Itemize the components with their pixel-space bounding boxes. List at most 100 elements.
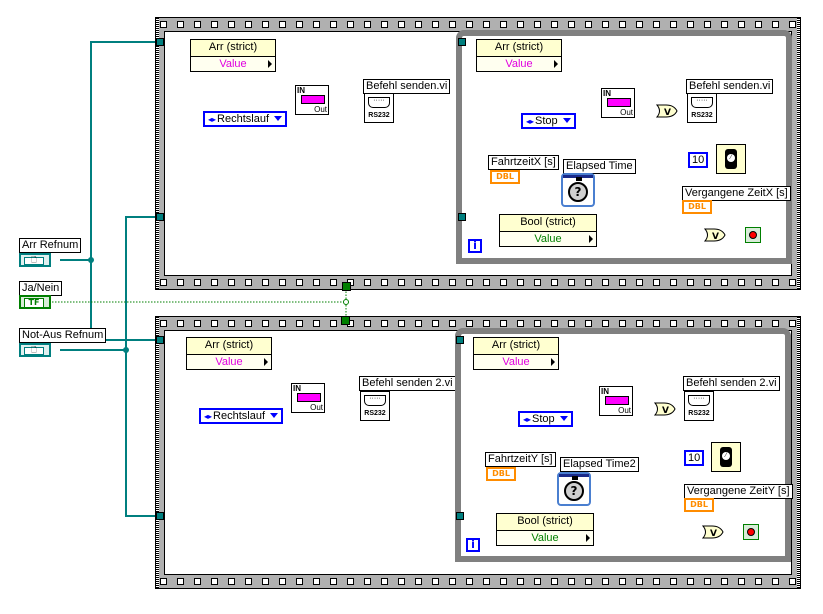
subvi-label: Befehl senden.vi [686, 79, 774, 94]
enum-constant-rechtslauf[interactable]: ◂▸Rechtslauf [199, 408, 284, 424]
arr-refnum-label: Arr Refnum [19, 238, 82, 253]
befehl-senden-subvi[interactable]: ····· RS232 [687, 93, 717, 123]
film-hole [534, 279, 541, 286]
or-gate-icon[interactable]: V [656, 104, 678, 118]
film-hole [347, 21, 354, 28]
enum-constant-rechtslauf[interactable]: ◂▸Rechtslauf [203, 111, 288, 127]
refnum-tunnel[interactable] [156, 512, 164, 520]
film-hole [602, 21, 609, 28]
property-node-header: Bool (strict) [497, 514, 593, 531]
refnum-tunnel[interactable] [156, 38, 164, 46]
enum-constant-stop[interactable]: ◂▸Stop [521, 113, 576, 129]
index-array-node[interactable]: IN Out [295, 85, 329, 115]
fahrtzeitx-terminal[interactable]: DBL [490, 170, 520, 184]
film-hole [534, 21, 541, 28]
wait-ms-function[interactable]: ⁄ [711, 442, 741, 472]
index-array-node[interactable]: IN Out [601, 88, 635, 118]
film-hole [279, 320, 286, 327]
film-hole [585, 279, 592, 286]
film-hole [687, 320, 694, 327]
wristwatch-icon: ⁄ [720, 447, 732, 467]
film-strip-bottom [160, 575, 796, 588]
property-node-value: Value [534, 233, 562, 245]
refnum-tunnel[interactable] [458, 213, 466, 221]
index-array-node[interactable]: IN Out [599, 386, 633, 416]
refnum-tunnel[interactable] [456, 512, 464, 520]
film-hole [194, 578, 201, 585]
film-hole [279, 578, 286, 585]
befehl-senden-subvi[interactable]: ····· RS232 [364, 93, 394, 123]
film-hole [466, 279, 473, 286]
loop-stop-terminal[interactable] [745, 227, 761, 243]
property-node-bool[interactable]: Bool (strict) Value [499, 214, 597, 247]
or-gate-icon[interactable]: V [704, 228, 726, 242]
serial-connector-icon: ····· [368, 97, 390, 108]
film-hole [364, 21, 371, 28]
film-hole [653, 279, 660, 286]
arr-refnum-terminal[interactable]: 🗋 [19, 253, 51, 267]
vergangene-zeity-indicator[interactable]: DBL [684, 498, 714, 512]
refnum-tunnel[interactable] [456, 336, 464, 344]
film-hole [721, 279, 728, 286]
or-gate-icon[interactable]: V [702, 525, 724, 539]
film-hole [194, 21, 201, 28]
output-arrow-icon [554, 60, 558, 68]
or-gate-glyph: V [712, 232, 719, 242]
film-hole [466, 578, 473, 585]
film-hole [738, 21, 745, 28]
enum-value: Stop [532, 413, 555, 425]
refnum-tunnel[interactable] [458, 38, 466, 46]
serial-connector-icon: ····· [688, 395, 710, 406]
film-hole [245, 320, 252, 327]
index-array-node[interactable]: IN Out [291, 383, 325, 413]
not-aus-refnum-terminal[interactable]: 🗋 [19, 343, 51, 357]
refnum-tunnel[interactable] [156, 336, 164, 344]
fahrtzeity-terminal[interactable]: DBL [486, 467, 516, 481]
or-gate-icon[interactable]: V [654, 402, 676, 416]
film-hole [313, 320, 320, 327]
property-node-arr[interactable]: Arr (strict) Value [473, 337, 559, 370]
film-hole [432, 578, 439, 585]
index-in-label: IN [601, 387, 609, 396]
film-hole [432, 21, 439, 28]
film-hole [500, 578, 507, 585]
property-node-arr[interactable]: Arr (strict) Value [476, 39, 562, 72]
wait-ms-constant[interactable]: 10 [688, 152, 709, 168]
film-hole [279, 21, 286, 28]
film-hole [568, 279, 575, 286]
boolean-tunnel[interactable] [342, 282, 351, 291]
subvi-label: Befehl senden 2.vi [359, 376, 456, 391]
property-node-header: Arr (strict) [474, 338, 558, 355]
wait-ms-constant[interactable]: 10 [684, 450, 705, 466]
befehl-senden-2-subvi[interactable]: ····· RS232 [360, 391, 390, 421]
property-node-bool[interactable]: Bool (strict) Value [496, 513, 594, 546]
ja-nein-label: Ja/Nein [19, 281, 63, 296]
film-hole [568, 21, 575, 28]
befehl-senden-2-subvi[interactable]: ····· RS232 [684, 391, 714, 421]
film-hole [772, 578, 779, 585]
elapsed-time2-express-vi[interactable]: ? [557, 472, 591, 506]
wait-ms-function[interactable]: ⁄ [716, 144, 746, 174]
property-node-arr[interactable]: Arr (strict) Value [190, 39, 276, 72]
film-hole [296, 320, 303, 327]
property-node-arr[interactable]: Arr (strict) Value [186, 337, 272, 370]
film-hole [551, 578, 558, 585]
elapsed-time-express-vi[interactable]: ? [561, 173, 595, 207]
refnum-tunnel[interactable] [156, 213, 164, 221]
boolean-tunnel[interactable] [341, 316, 350, 325]
dropdown-arrow-icon [270, 413, 279, 418]
ja-nein-terminal[interactable]: TF [19, 295, 51, 309]
vergangene-zeitx-indicator[interactable]: DBL [682, 200, 712, 214]
film-hole [466, 21, 473, 28]
express-vi-banner [563, 175, 593, 178]
film-hole [398, 320, 405, 327]
film-hole [177, 21, 184, 28]
enum-constant-stop[interactable]: ◂▸Stop [518, 411, 573, 427]
property-node-value: Value [502, 356, 530, 368]
film-hole [211, 279, 218, 286]
film-hole [483, 21, 490, 28]
film-hole [466, 320, 473, 327]
property-node-value: Value [505, 58, 533, 70]
loop-stop-terminal[interactable] [743, 524, 759, 540]
film-hole [364, 320, 371, 327]
